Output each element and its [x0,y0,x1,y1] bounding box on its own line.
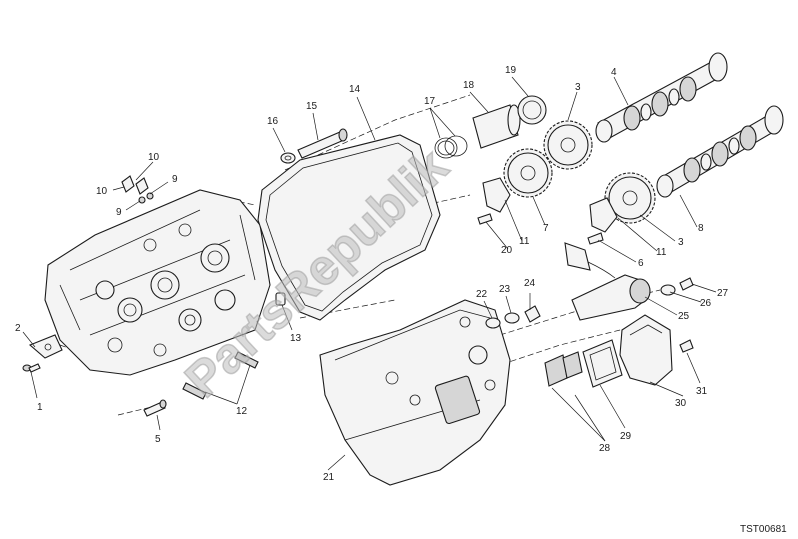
callout-27: 27 [717,288,729,299]
callout-8: 8 [698,223,704,234]
part-12-dowels [182,351,259,400]
part-2-bracket [28,334,63,359]
part-29-gasket-plate [582,339,623,388]
callout-23: 23 [499,284,511,295]
callout-29: 29 [620,431,632,442]
callout-5: 5 [155,434,161,445]
part-15-bolt [297,128,348,159]
callout-13: 13 [290,333,302,344]
callout-24: 24 [524,278,536,289]
callout-10-upper: 10 [148,152,160,163]
part-21-cam-cover [319,299,511,486]
callout-10-lower: 10 [96,186,108,197]
part-5-stud [143,399,167,417]
callout-19: 19 [505,65,517,76]
callout-28: 28 [599,443,611,454]
part-19-oil-seal [517,95,547,125]
part-14-gasket [257,134,441,321]
part-28-connectors [544,351,583,387]
callout-20: 20 [501,245,513,256]
callout-30: 30 [675,398,687,409]
parts-9-10-fittings [121,175,154,204]
parts-26-27-washer-screw [660,277,694,296]
part-8-camshaft [656,105,784,198]
callout-3-upper: 3 [575,82,581,93]
part-3-gear-lower [604,172,656,224]
cylinder-head [44,189,271,376]
callout-3-lower: 3 [678,237,684,248]
callout-22: 22 [476,289,488,300]
callout-11-right: 11 [656,247,667,258]
callout-11-left: 11 [519,236,530,247]
part-13-plug [275,292,286,306]
callout-6: 6 [638,258,644,269]
callout-31: 31 [696,386,708,397]
parts-22-23-24-hardware [485,305,541,329]
callout-17: 17 [424,96,436,107]
callout-26: 26 [700,298,712,309]
callout-9-upper: 9 [172,174,178,185]
part-17-seals [434,135,468,159]
callout-15: 15 [306,101,318,112]
callout-4: 4 [611,67,617,78]
callout-21: 21 [323,472,335,483]
part-1-screw [22,363,41,373]
callout-18: 18 [463,80,475,91]
callout-12: 12 [236,406,248,417]
part-4-camshaft [595,52,728,143]
callout-9-lower: 9 [116,207,122,218]
leader-lines [22,76,717,471]
callout-2: 2 [15,323,21,334]
part-3-gear-upper [543,120,593,170]
callout-1: 1 [37,402,43,413]
callout-14: 14 [349,84,361,95]
part-31-screw [679,339,694,353]
part-7-gear [503,148,553,198]
part-25-sensor [564,242,651,321]
callout-25: 25 [678,311,690,322]
part-30-cover [619,314,673,386]
reference-code: TST00681 [740,524,787,535]
part-18-bushing [472,104,521,149]
part-20-screw [477,213,493,225]
part-11-plates [482,177,618,233]
callouts: 1 2 3 3 4 5 6 7 8 9 9 10 10 11 11 12 13 … [15,65,729,483]
part-6-screw [587,232,604,245]
callout-7: 7 [543,223,549,234]
part-16-washer [280,152,296,164]
callout-16: 16 [267,116,279,127]
